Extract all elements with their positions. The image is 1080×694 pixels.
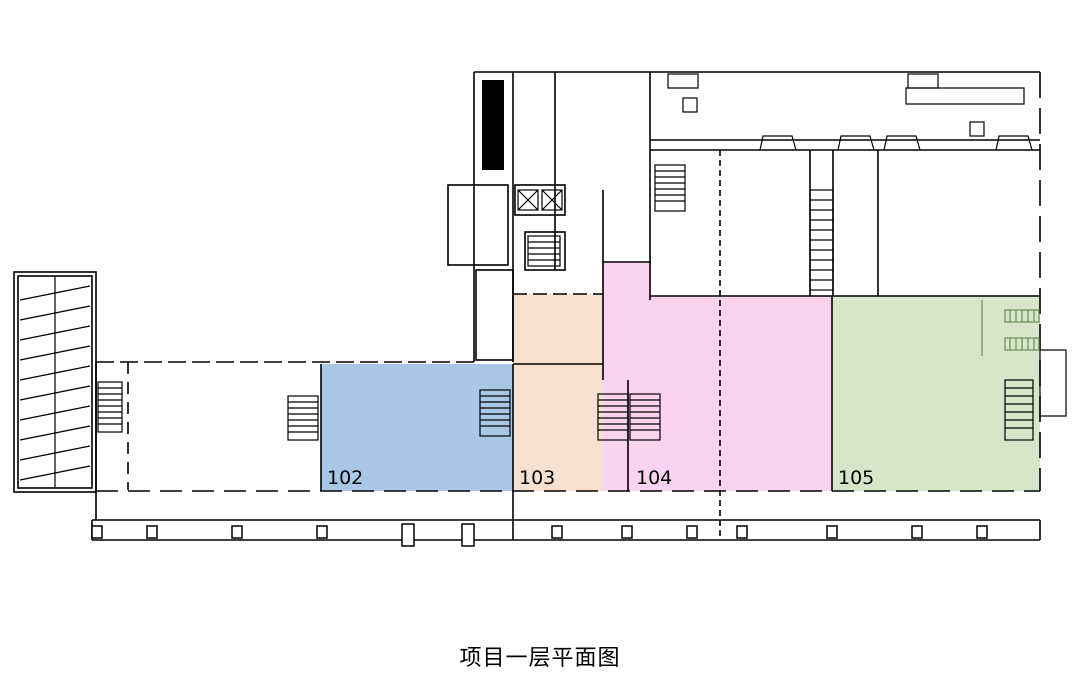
plan-caption: 项目一层平面图 [459, 646, 621, 671]
restroom-fixtures [981, 300, 1040, 356]
unit-103-label: 103 [519, 467, 555, 489]
elevators [517, 97, 985, 211]
north-rooms [667, 73, 1033, 151]
unit-105-zone[interactable] [832, 296, 1040, 491]
unit-102-zone[interactable] [321, 364, 513, 491]
service-shaft [482, 80, 504, 170]
unit-102-label: 102 [327, 467, 363, 489]
walls [13, 71, 1041, 541]
columns [91, 523, 988, 547]
unit-105-label: 105 [838, 467, 874, 489]
unit-103-zone[interactable] [513, 294, 603, 491]
stair-blocks [19, 164, 1067, 488]
unit-104-label: 104 [636, 467, 672, 489]
